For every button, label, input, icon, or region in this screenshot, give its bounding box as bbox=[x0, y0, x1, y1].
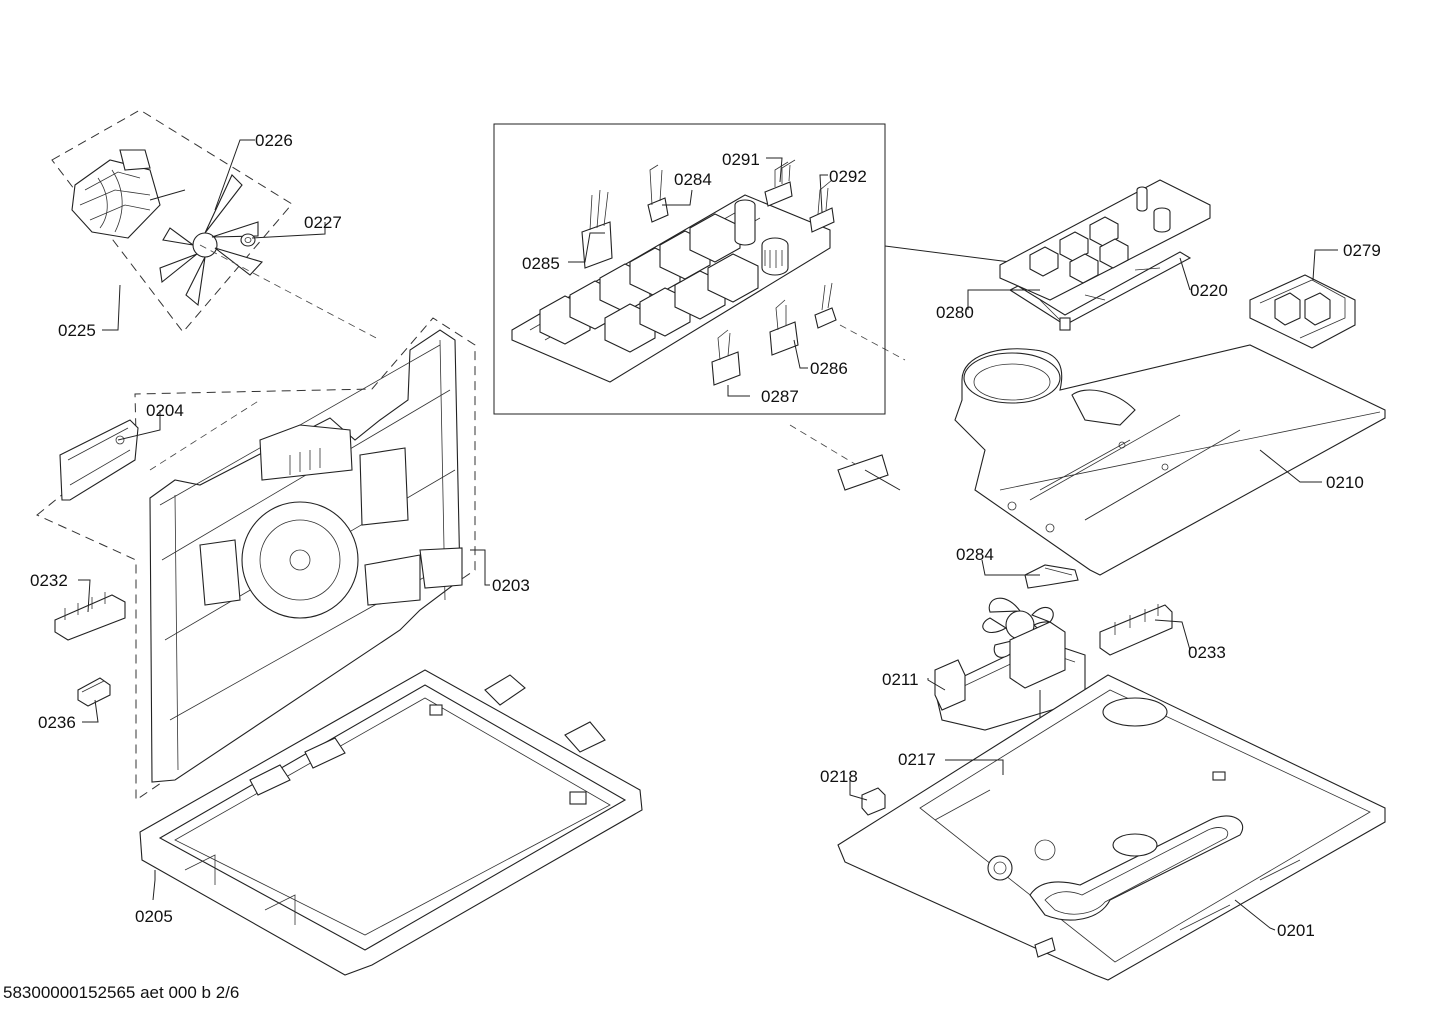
label-0217: 0217 bbox=[898, 750, 936, 769]
label-0220: 0220 bbox=[1190, 281, 1228, 300]
label-0280: 0280 bbox=[936, 303, 974, 322]
bracket-part bbox=[59, 419, 139, 501]
label-0225: 0225 bbox=[58, 321, 96, 340]
label-0284-top: 0284 bbox=[674, 170, 712, 189]
control-board-assembly bbox=[884, 179, 1211, 414]
label-0201: 0201 bbox=[1277, 921, 1315, 940]
label-0286: 0286 bbox=[810, 359, 848, 378]
label-0291: 0291 bbox=[722, 150, 760, 169]
label-0218: 0218 bbox=[820, 767, 858, 786]
terminal-block-part bbox=[54, 592, 126, 641]
label-0210: 0210 bbox=[1326, 473, 1364, 492]
connector-0287-part bbox=[711, 329, 741, 386]
connector-0292-part bbox=[809, 179, 835, 233]
label-0227: 0227 bbox=[304, 213, 342, 232]
label-0203: 0203 bbox=[492, 576, 530, 595]
circuit-board-part bbox=[511, 194, 831, 383]
callout-labels: 0226 0227 0225 0204 0203 0232 0236 0205 … bbox=[30, 131, 1381, 940]
base-plate-part bbox=[837, 674, 1386, 981]
electronics-detail-box bbox=[493, 123, 886, 415]
terminal-box-part bbox=[1249, 274, 1356, 349]
label-0205: 0205 bbox=[135, 907, 173, 926]
label-0292: 0292 bbox=[829, 167, 867, 186]
switch-part bbox=[77, 677, 111, 707]
connector-0291-part bbox=[764, 159, 796, 207]
rear-panel-assembly bbox=[36, 317, 476, 801]
label-0226: 0226 bbox=[255, 131, 293, 150]
nut-part bbox=[240, 233, 256, 247]
connector-0286-part bbox=[769, 299, 799, 356]
label-0279: 0279 bbox=[1343, 241, 1381, 260]
air-duct-part bbox=[954, 344, 1386, 576]
label-0285: 0285 bbox=[522, 254, 560, 273]
label-0233: 0233 bbox=[1188, 643, 1226, 662]
label-0287: 0287 bbox=[761, 387, 799, 406]
fan-motor-assembly bbox=[51, 109, 381, 341]
label-0236: 0236 bbox=[38, 713, 76, 732]
label-0211: 0211 bbox=[882, 670, 919, 689]
connector-0284-part bbox=[647, 164, 669, 223]
leader-lines bbox=[78, 139, 1338, 931]
fan-blade-part bbox=[159, 174, 264, 307]
label-0284-bottom: 0284 bbox=[956, 545, 994, 564]
label-0232: 0232 bbox=[30, 571, 68, 590]
base-tray-part bbox=[139, 669, 643, 976]
bracket-0284-part bbox=[1024, 564, 1079, 589]
terminal-strip-0233-part bbox=[1099, 604, 1173, 656]
document-footer: 58300000152565 aet 000 b 2/6 bbox=[3, 983, 239, 1002]
switch-0218-part bbox=[861, 787, 886, 816]
sensor-part bbox=[789, 324, 906, 491]
label-0204: 0204 bbox=[146, 401, 184, 420]
plug-part bbox=[814, 282, 837, 329]
connector-0285-part bbox=[581, 189, 613, 269]
